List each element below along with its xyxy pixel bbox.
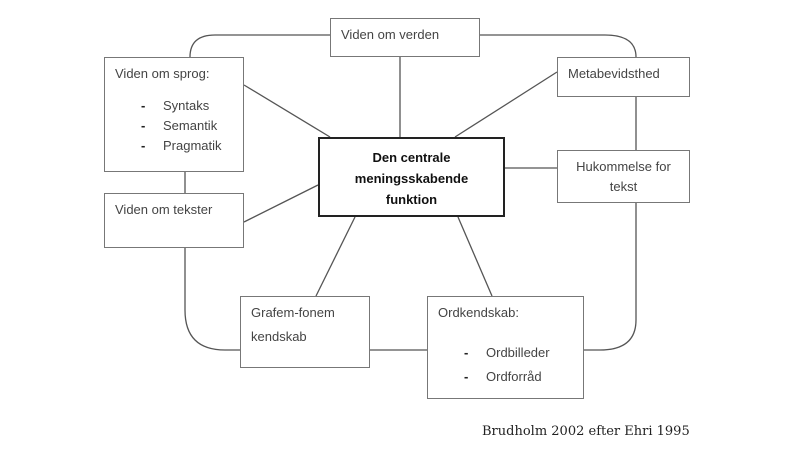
node-grapheme-line: Grafem-fonem bbox=[251, 305, 335, 320]
spoke-grapheme bbox=[315, 216, 356, 297]
node-meta: Metabevidsthed bbox=[557, 57, 690, 97]
node-world: Viden om verden bbox=[330, 18, 480, 57]
node-center: Den centrale meningsskabende funktion bbox=[318, 137, 505, 217]
list-item: Syntaks bbox=[115, 96, 233, 116]
node-center-line: meningsskabende bbox=[354, 171, 469, 186]
loop-right bbox=[584, 203, 637, 351]
node-grapheme: Grafem-fonem kendskab bbox=[240, 296, 370, 368]
node-memory-line: Hukommelse for bbox=[576, 159, 671, 174]
node-texts-label: Viden om tekster bbox=[115, 202, 213, 217]
list-item: Ordforråd bbox=[438, 365, 573, 389]
node-words-title: Ordkendskab: bbox=[438, 305, 519, 320]
loop-left bbox=[184, 248, 240, 351]
spoke-texts bbox=[243, 184, 319, 223]
node-world-label: Viden om verden bbox=[341, 27, 440, 42]
node-words: Ordkendskab: Ordbilleder Ordforråd bbox=[427, 296, 584, 399]
node-texts: Viden om tekster bbox=[104, 193, 244, 248]
list-item: Pragmatik bbox=[115, 136, 233, 156]
list-item: Semantik bbox=[115, 116, 233, 136]
list-item: Ordbilleder bbox=[438, 341, 573, 365]
node-meta-label: Metabevidsthed bbox=[568, 66, 660, 81]
spoke-meta bbox=[454, 71, 558, 138]
caption: Brudholm 2002 efter Ehri 1995 bbox=[482, 424, 690, 439]
loop-top-right bbox=[480, 34, 637, 58]
node-language: Viden om sprog: Syntaks Semantik Pragmat… bbox=[104, 57, 244, 172]
node-center-line: funktion bbox=[385, 192, 438, 207]
node-grapheme-line: kendskab bbox=[251, 329, 307, 344]
loop-top-left bbox=[189, 34, 330, 58]
node-memory: Hukommelse for tekst bbox=[557, 150, 690, 203]
spoke-language bbox=[243, 84, 331, 138]
node-memory-line: tekst bbox=[609, 179, 638, 194]
spoke-words bbox=[457, 216, 493, 297]
node-language-title: Viden om sprog: bbox=[115, 66, 210, 81]
node-center-line: Den centrale bbox=[372, 150, 451, 165]
